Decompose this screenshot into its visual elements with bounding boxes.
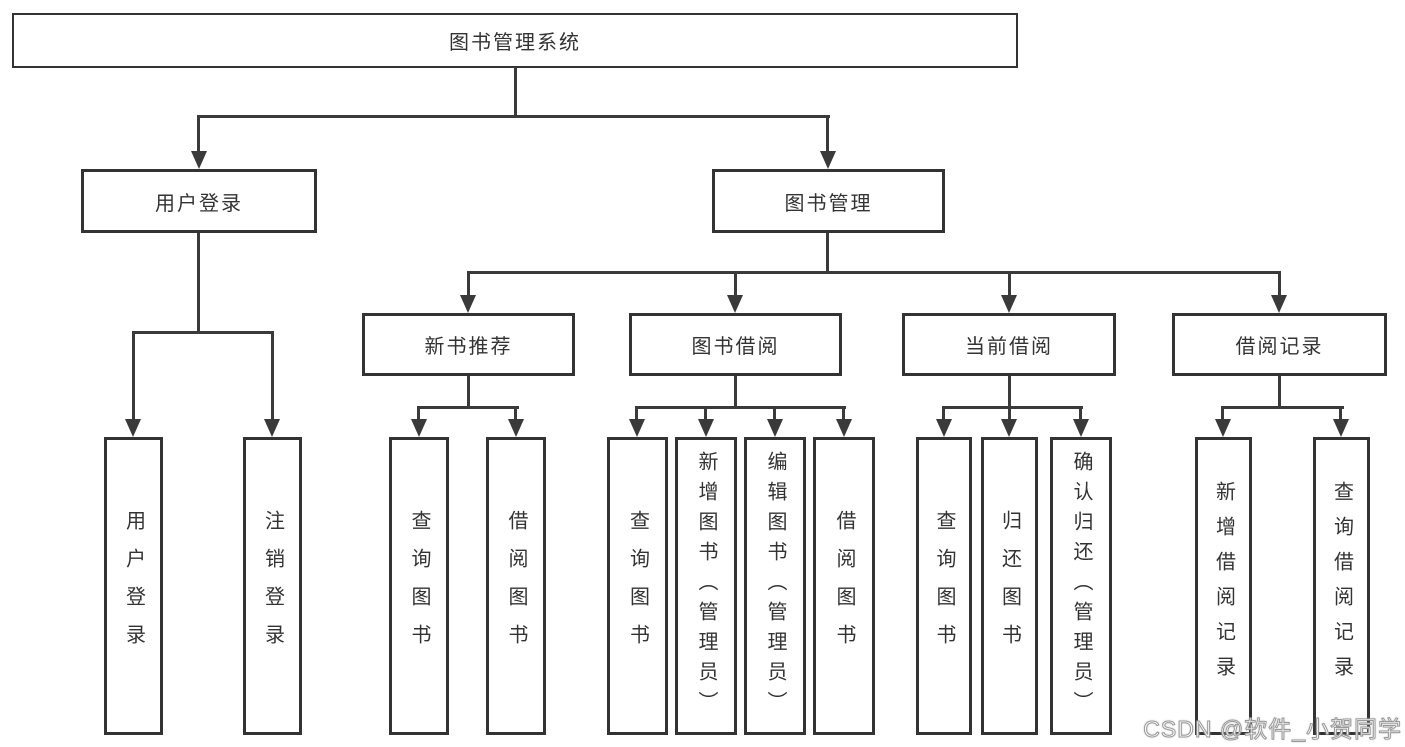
arrow-nb-borrow: [508, 419, 524, 437]
leaf-label: 查询借阅记录: [1330, 481, 1353, 691]
node-br-add-record: 新增借阅记录: [1195, 437, 1252, 735]
arrow-br-query: [1333, 419, 1349, 437]
connector-user-login-stem: [197, 233, 200, 334]
arrow-cb-return: [1001, 419, 1017, 437]
connector-bb-drop-2: [704, 406, 707, 419]
node-cb-query-books: 查询图书: [916, 437, 972, 735]
leaf-label: 注销登录: [261, 510, 284, 662]
leaf-label: 归还图书: [998, 510, 1021, 662]
node-bb-borrow-books: 借阅图书: [813, 437, 875, 735]
connector-cb-drop-3: [1079, 406, 1082, 419]
node-new-book-recommend: 新书推荐: [362, 313, 575, 376]
node-bb-add-books-admin: 新增图书（管理员）: [675, 437, 737, 735]
connector-cb-drop-2: [1008, 406, 1011, 419]
arrow-login-leaf: [125, 419, 141, 437]
leaf-label: 借阅图书: [505, 510, 527, 662]
connector-book-mgmt-branch: [467, 271, 1281, 274]
leaf-label: 用户登录: [122, 510, 145, 662]
node-user-login-label: 用户登录: [155, 192, 243, 215]
connector-user-login-branch: [132, 331, 274, 334]
node-logout-leaf: 注销登录: [243, 437, 302, 735]
leaf-label: 查询图书: [933, 510, 955, 662]
arrow-bb-borrow: [836, 419, 852, 437]
connector-drop-login-leaf: [132, 331, 135, 419]
arrow-borrow-records: [1271, 295, 1287, 313]
connector-bb-drop-1: [635, 406, 638, 419]
node-root: 图书管理系统: [12, 13, 1018, 68]
connector-drop-book-borrow: [734, 271, 737, 295]
leaf-label: 确认归还（管理员）: [1070, 451, 1092, 721]
connector-drop-book-management: [826, 115, 829, 151]
connector-root-stem: [514, 67, 517, 117]
leaf-label: 查询图书: [626, 510, 649, 662]
connector-book-mgmt-stem: [826, 233, 829, 273]
connector-br-stem: [1278, 376, 1281, 409]
connector-nb-stem: [467, 376, 470, 409]
watermark: CSDN @软件_小贺同学: [1143, 716, 1402, 743]
connector-cb-stem: [1008, 376, 1011, 409]
leaf-label: 查询图书: [408, 510, 430, 662]
connector-br-drop-2: [1339, 406, 1342, 419]
connector-bb-stem: [734, 376, 737, 409]
leaf-label: 新增图书（管理员）: [695, 451, 717, 721]
arrow-nb-query: [411, 419, 427, 437]
connector-bb-drop-3: [773, 406, 776, 419]
connector-br-branch: [1221, 406, 1344, 409]
connector-br-drop-1: [1221, 406, 1224, 419]
node-user-login-leaf: 用户登录: [104, 437, 163, 735]
arrow-book-borrow: [727, 295, 743, 313]
arrow-user-login: [191, 151, 207, 169]
node-book-borrow-label: 图书借阅: [691, 336, 780, 358]
node-book-management-label: 图书管理: [784, 192, 873, 215]
node-new-book-recommend-label: 新书推荐: [424, 336, 513, 358]
arrow-current-borrow: [1001, 295, 1017, 313]
node-book-borrow: 图书借阅: [629, 313, 842, 376]
node-current-borrow: 当前借阅: [902, 313, 1116, 376]
arrow-new-book: [460, 295, 476, 313]
connector-nb-drop-1: [417, 406, 420, 419]
connector-cb-branch: [942, 406, 1083, 409]
arrow-bb-query: [629, 419, 645, 437]
leaf-label: 借阅图书: [833, 510, 855, 662]
connector-bb-drop-4: [842, 406, 845, 419]
node-cb-return-books: 归还图书: [981, 437, 1038, 735]
arrow-br-add: [1215, 419, 1231, 437]
node-borrow-records-label: 借阅记录: [1235, 336, 1324, 358]
node-cb-confirm-return-admin: 确认归还（管理员）: [1050, 437, 1112, 735]
connector-cb-drop-1: [942, 406, 945, 419]
node-user-login: 用户登录: [81, 169, 317, 233]
arrow-cb-confirm: [1073, 419, 1089, 437]
node-nb-borrow-books: 借阅图书: [486, 437, 546, 735]
node-nb-query-books: 查询图书: [389, 437, 449, 735]
connector-root-branch: [197, 115, 830, 118]
connector-drop-user-login: [197, 115, 200, 151]
node-root-label: 图书管理系统: [449, 32, 581, 54]
connector-nb-drop-2: [514, 406, 517, 419]
connector-drop-current-borrow: [1008, 271, 1011, 295]
connector-drop-borrow-records: [1278, 271, 1281, 295]
node-current-borrow-label: 当前借阅: [965, 336, 1053, 358]
connector-nb-branch: [417, 406, 519, 409]
arrow-cb-query: [936, 419, 952, 437]
node-bb-edit-books-admin: 编辑图书（管理员）: [744, 437, 806, 735]
leaf-label: 编辑图书（管理员）: [764, 451, 786, 721]
arrow-logout-leaf: [264, 419, 280, 437]
arrow-bb-edit: [767, 419, 783, 437]
node-borrow-records: 借阅记录: [1172, 313, 1387, 376]
node-book-management: 图书管理: [712, 169, 945, 233]
arrow-book-management: [820, 151, 836, 169]
connector-bb-branch: [635, 406, 846, 409]
leaf-label: 新增借阅记录: [1212, 481, 1235, 691]
connector-drop-logout-leaf: [271, 331, 274, 419]
node-bb-query-books: 查询图书: [607, 437, 668, 735]
connector-drop-new-book: [467, 271, 470, 295]
node-br-query-record: 查询借阅记录: [1313, 437, 1370, 735]
arrow-bb-add: [698, 419, 714, 437]
